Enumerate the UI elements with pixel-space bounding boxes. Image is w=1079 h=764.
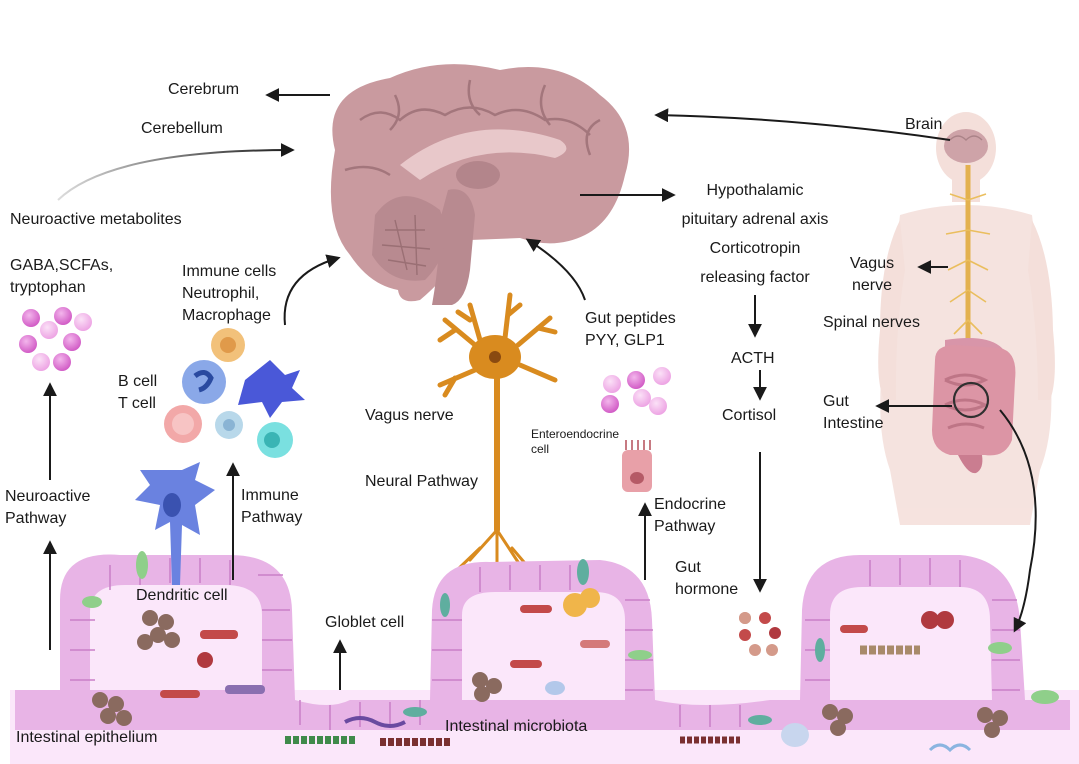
label-neuroactive-pathway: Neuroactive Pathway bbox=[5, 488, 91, 527]
label-intestinal-epithelium: Intestinal epithelium bbox=[16, 729, 158, 746]
label-immune-cells: Immune cells Neutrophil, Macrophage bbox=[182, 263, 277, 324]
immune-cells-illustration bbox=[164, 328, 305, 458]
label-hpa-axis: Hypothalamic pituitary adrenal axis Cort… bbox=[681, 182, 829, 286]
neuroactive-metabolite-dots bbox=[19, 307, 92, 371]
enteroendocrine-cell-illustration bbox=[622, 440, 652, 492]
intestinal-epithelium-illustration bbox=[10, 551, 1079, 764]
arrow-body-to-brain bbox=[654, 108, 951, 141]
label-gut-hormone: Gut hormone bbox=[675, 559, 739, 598]
neuron-illustration bbox=[437, 292, 558, 577]
label-vagus-nerve: Vagus nerve bbox=[365, 407, 454, 424]
microbiota-illustration bbox=[92, 588, 1008, 753]
label-metabolite-examples: GABA,SCFAs, tryptophan bbox=[10, 257, 114, 296]
dendritic-cell-illustration bbox=[135, 462, 215, 585]
label-spinal-nerves: Spinal nerves bbox=[823, 314, 920, 331]
arrow-intestine-to-epithelium bbox=[999, 409, 1037, 633]
arrow-peptides-to-brain bbox=[525, 238, 586, 301]
label-vagus-nerve-body: Vagus nerve bbox=[849, 255, 895, 294]
label-cerebrum: Cerebrum bbox=[168, 81, 240, 98]
label-globlet-cell: Globlet cell bbox=[325, 614, 405, 631]
label-acth: ACTH bbox=[731, 350, 775, 367]
label-b-t-cell: B cell T cell bbox=[118, 373, 158, 412]
label-endocrine-pathway: Endocrine Pathway bbox=[654, 496, 727, 535]
label-gut-intestine: Gut Intestine bbox=[823, 393, 884, 432]
label-neuroactive-metabolites: Neuroactive metabolites bbox=[10, 211, 182, 228]
gut-hormone-dots bbox=[739, 612, 751, 624]
label-cerebellum: Cerebellum bbox=[141, 120, 223, 137]
label-dendritic-cell: Dendritic cell bbox=[136, 587, 228, 604]
label-gut-peptides: Gut peptides PYY, GLP1 bbox=[585, 310, 676, 349]
brain-illustration bbox=[330, 64, 630, 305]
arrow-immune-to-brain bbox=[283, 254, 341, 326]
label-cortisol: Cortisol bbox=[722, 407, 777, 424]
label-enteroendocrine-cell: Enteroendocrine cell bbox=[531, 427, 620, 456]
human-body-figure bbox=[878, 112, 1055, 525]
pathway-arrows bbox=[43, 88, 1037, 690]
label-intestinal-microbiota: Intestinal microbiota bbox=[445, 718, 588, 735]
arrow-metabolites-to-brain bbox=[57, 143, 295, 201]
label-immune-pathway: Immune Pathway bbox=[241, 487, 303, 526]
label-neural-pathway: Neural Pathway bbox=[365, 473, 478, 490]
label-brain: Brain bbox=[905, 116, 943, 133]
gut-peptide-dots bbox=[601, 367, 671, 415]
